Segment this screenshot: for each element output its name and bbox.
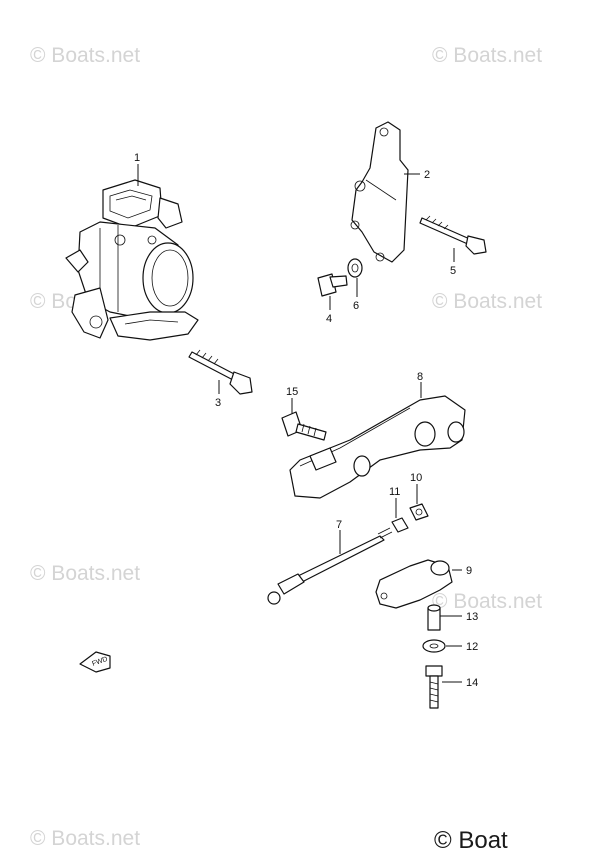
washer-part-12: [422, 639, 446, 653]
callout-5: 5: [450, 265, 456, 277]
callout-8: 8: [417, 371, 423, 383]
callout-12: 12: [466, 641, 478, 653]
callout-2: 2: [424, 169, 430, 181]
bolt-long-part: [188, 349, 253, 395]
bracket-part: [350, 121, 409, 263]
watermark-lower-left: © Boats.net: [30, 562, 140, 585]
watermark-top-left: © Boats.net: [30, 44, 140, 67]
callout-1: 1: [134, 152, 140, 164]
throttle-lever-part: [289, 395, 466, 499]
watermark-bottom-right: © Boat: [434, 827, 508, 850]
watermark-bottom-left: © Boats.net: [30, 827, 140, 850]
callout-9: 9: [466, 565, 472, 577]
throttle-rod-part: [267, 527, 393, 605]
throttle-body-part: [65, 179, 199, 341]
throttle-arm-part: [375, 559, 453, 609]
watermark-top-right: © Boats.net: [432, 44, 542, 67]
bolt-part-4: [317, 273, 348, 297]
washer-part-6: [347, 258, 363, 278]
bolt-part-5: [419, 215, 487, 255]
bolt-part-15: [281, 411, 327, 441]
callout-3: 3: [215, 397, 221, 409]
callout-6: 6: [353, 300, 359, 312]
callout-10: 10: [410, 472, 422, 484]
callout-14: 14: [466, 677, 478, 689]
callout-15: 15: [286, 386, 298, 398]
nut-part-11: [391, 517, 409, 533]
callout-7: 7: [336, 519, 342, 531]
leader-lines: [137, 164, 462, 683]
callout-4: 4: [326, 313, 332, 325]
watermark-mid-right: © Boats.net: [432, 290, 542, 313]
callout-11: 11: [389, 486, 400, 498]
rod-joint-part: [409, 503, 429, 521]
watermarks: © Boats.net © Boats.net © Boats.net © Bo…: [30, 44, 542, 850]
callout-13: 13: [466, 611, 478, 623]
bolt-part-14: [425, 665, 443, 709]
collar-part-13: [427, 604, 441, 631]
callouts: 1 2 3 4 5 6 7 8 9 10 11 12 13 14 15: [134, 152, 478, 689]
watermark-lower-right: © Boats.net: [432, 590, 542, 613]
fwd-arrow-icon: FWD: [79, 651, 111, 673]
